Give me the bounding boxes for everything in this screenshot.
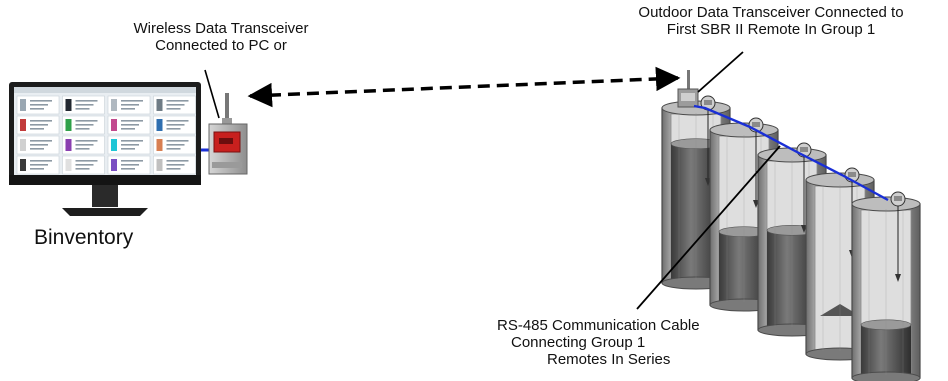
rs485-cable bbox=[693, 104, 889, 202]
cable-label-line-2: Connecting Group 1 bbox=[511, 334, 646, 351]
outdoor-label-line-2: First SBR II Remote In Group 1 bbox=[666, 21, 876, 38]
cable-label-line-3: Remotes In Series bbox=[547, 351, 671, 368]
screen-tile bbox=[16, 95, 60, 115]
screen-dashboard bbox=[16, 95, 196, 175]
screen-tile bbox=[62, 155, 105, 175]
screen-tile bbox=[107, 95, 151, 115]
silo bbox=[851, 191, 921, 381]
wireless-transceiver bbox=[208, 93, 248, 175]
screen-tile bbox=[107, 155, 151, 175]
outdoor-label-line-1: Outdoor Data Transceiver Connected to bbox=[638, 4, 904, 21]
screen-tile bbox=[153, 135, 196, 155]
software-label: Binventory bbox=[34, 226, 134, 249]
wireless-transceiver-label: Wireless Data Transceiver Connected to P… bbox=[96, 20, 346, 54]
cable-label-leader bbox=[636, 145, 781, 310]
screen-tile bbox=[62, 135, 105, 155]
screen-tile bbox=[153, 155, 196, 175]
wireless-label-line-2: Connected to PC or bbox=[155, 37, 287, 54]
outdoor-transceiver-label: Outdoor Data Transceiver Connected to Fi… bbox=[598, 4, 944, 38]
screen-tile bbox=[107, 135, 151, 155]
screen-tile bbox=[107, 115, 151, 135]
screen-tile bbox=[153, 95, 196, 115]
wireless-link-arrow bbox=[247, 66, 681, 108]
screen-tile bbox=[62, 115, 105, 135]
screen-tile bbox=[62, 95, 105, 115]
screen-tile bbox=[16, 135, 60, 155]
outdoor-label-leader bbox=[697, 51, 744, 93]
rs485-cable-label: RS-485 Communication Cable Connecting Gr… bbox=[497, 317, 700, 368]
screen-tile bbox=[153, 115, 196, 135]
screen-tile bbox=[16, 155, 60, 175]
wireless-label-leader bbox=[204, 69, 220, 119]
screen-tile bbox=[16, 115, 60, 135]
wireless-label-line-1: Wireless Data Transceiver bbox=[133, 20, 309, 37]
outdoor-transceiver bbox=[677, 70, 699, 108]
silo-group-1 bbox=[661, 95, 921, 381]
cable-label-line-1: RS-485 Communication Cable bbox=[497, 317, 700, 334]
pc-monitor bbox=[9, 82, 201, 216]
sbr-remote-sensor bbox=[890, 191, 906, 282]
